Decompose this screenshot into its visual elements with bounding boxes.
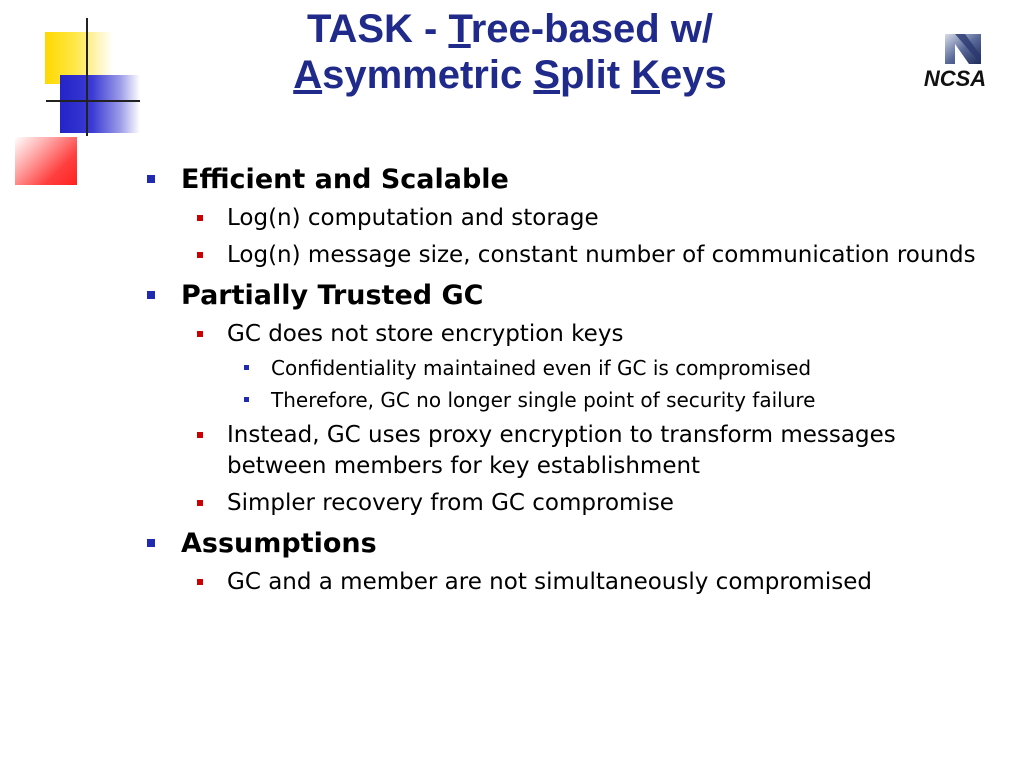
bullet-text: Therefore, GC no longer single point of … xyxy=(271,388,816,412)
bullet-level1: Efficient and Scalable xyxy=(140,163,1000,197)
title-text: A xyxy=(293,53,323,97)
square-bullet-icon xyxy=(197,331,203,337)
square-bullet-icon xyxy=(197,432,203,438)
title-text: ree-based w/ xyxy=(470,7,714,51)
square-bullet-icon xyxy=(197,215,203,221)
square-bullet-icon xyxy=(197,252,203,258)
bullet-text: Instead, GC uses proxy encryption to tra… xyxy=(227,422,896,479)
bullet-level2: GC and a member are not simultaneously c… xyxy=(140,567,1000,598)
bullet-level2: Simpler recovery from GC compromise xyxy=(140,488,1000,519)
bullet-text: Assumptions xyxy=(181,528,377,559)
bullet-text: Efficient and Scalable xyxy=(181,164,509,195)
bullet-text: Simpler recovery from GC compromise xyxy=(227,490,674,516)
bullet-list: Efficient and Scalable Log(n) computatio… xyxy=(140,155,1000,598)
bullet-text: Confidentiality maintained even if GC is… xyxy=(271,356,812,380)
bullet-level1: Assumptions xyxy=(140,527,1000,561)
bullet-text: Log(n) computation and storage xyxy=(227,205,599,231)
bullet-text: GC does not store encryption keys xyxy=(227,321,624,347)
bullet-level2: Instead, GC uses proxy encryption to tra… xyxy=(140,420,1000,482)
bullet-text: Log(n) message size, constant number of … xyxy=(227,242,976,268)
title-text: S xyxy=(533,53,561,97)
bullet-text: Partially Trusted GC xyxy=(181,280,484,311)
ncsa-logo-icon xyxy=(945,34,981,64)
square-bullet-icon xyxy=(147,291,155,299)
square-bullet-icon xyxy=(244,365,249,370)
title-text: T xyxy=(448,7,471,51)
square-bullet-icon xyxy=(197,500,203,506)
title-text: TASK - xyxy=(306,7,449,51)
slide-title: TASK - Tree-based w/ Asymmetric Split Ke… xyxy=(180,6,840,98)
square-bullet-icon xyxy=(147,175,155,183)
square-bullet-icon xyxy=(244,397,249,402)
title-text: eys xyxy=(660,53,727,97)
decorative-blue-square xyxy=(60,75,140,133)
title-text: K xyxy=(631,53,661,97)
bullet-level3: Confidentiality maintained even if GC is… xyxy=(140,354,1000,382)
square-bullet-icon xyxy=(197,579,203,585)
square-bullet-icon xyxy=(147,539,155,547)
bullet-level1: Partially Trusted GC xyxy=(140,279,1000,313)
decorative-vertical-line xyxy=(86,18,88,136)
ncsa-logo: NCSA xyxy=(915,30,995,91)
bullet-level2: GC does not store encryption keys xyxy=(140,319,1000,350)
bullet-level2: Log(n) computation and storage xyxy=(140,203,1000,234)
decorative-horizontal-line xyxy=(46,100,140,102)
decorative-red-square xyxy=(15,137,77,185)
bullet-level2: Log(n) message size, constant number of … xyxy=(140,240,1000,271)
title-text: plit xyxy=(560,53,632,97)
ncsa-logo-text: NCSA xyxy=(923,66,987,91)
title-text: symmetric xyxy=(322,53,534,97)
bullet-text: GC and a member are not simultaneously c… xyxy=(227,569,872,595)
bullet-level3: Therefore, GC no longer single point of … xyxy=(140,386,1000,414)
